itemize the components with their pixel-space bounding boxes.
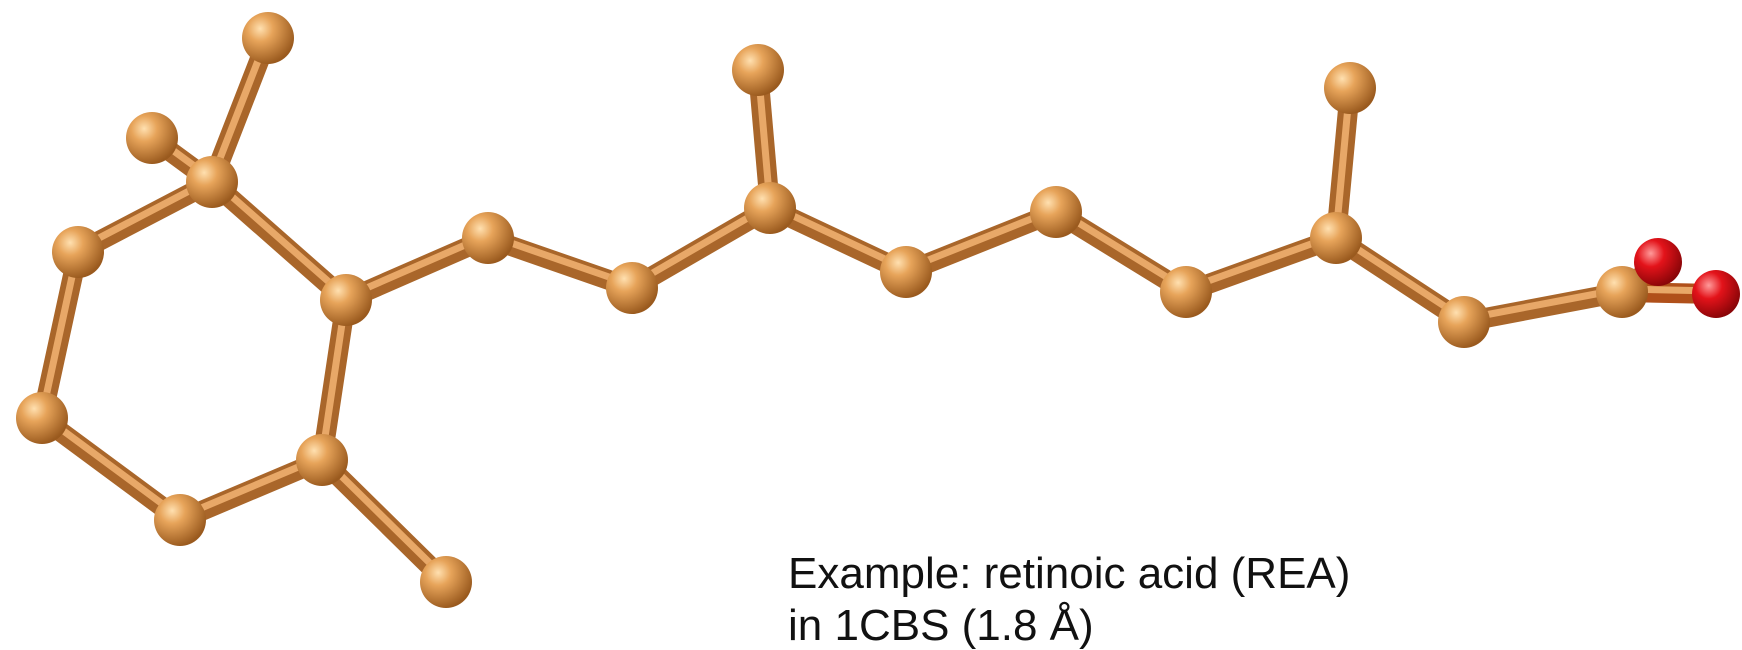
- bond-highlight-7: [208, 175, 350, 301]
- carbon-atom-1: [126, 112, 178, 164]
- oxygen-atom-20: [1634, 238, 1682, 286]
- caption-line-2: in 1CBS (1.8 Å): [788, 601, 1094, 650]
- carbon-atom-11: [744, 182, 796, 234]
- carbon-atom-9: [462, 212, 514, 264]
- bond-highlight-4: [38, 411, 184, 521]
- caption-line-1: Example: retinoic acid (REA): [788, 549, 1351, 598]
- carbon-atom-0: [242, 12, 294, 64]
- atoms: [16, 12, 1740, 608]
- carbon-atom-4: [16, 392, 68, 444]
- carbon-atom-3: [52, 226, 104, 278]
- carbon-atom-8: [320, 274, 372, 326]
- carbon-atom-5: [154, 494, 206, 546]
- carbon-atom-12: [732, 44, 784, 96]
- carbon-atom-19: [1596, 266, 1648, 318]
- carbon-atom-6: [296, 434, 348, 486]
- carbon-atom-15: [1160, 266, 1212, 318]
- carbon-atom-14: [1030, 186, 1082, 238]
- oxygen-atom-21: [1692, 270, 1740, 318]
- carbon-atom-2: [186, 156, 238, 208]
- bond-highlight-8: [318, 453, 450, 583]
- bond-highlight-19: [1460, 285, 1626, 323]
- carbon-atom-17: [1324, 62, 1376, 114]
- carbon-atom-13: [880, 246, 932, 298]
- carbon-atom-7: [420, 556, 472, 608]
- carbon-atom-16: [1310, 212, 1362, 264]
- molecule-diagram: [16, 12, 1740, 608]
- carbon-atom-10: [606, 262, 658, 314]
- carbon-atom-18: [1438, 296, 1490, 348]
